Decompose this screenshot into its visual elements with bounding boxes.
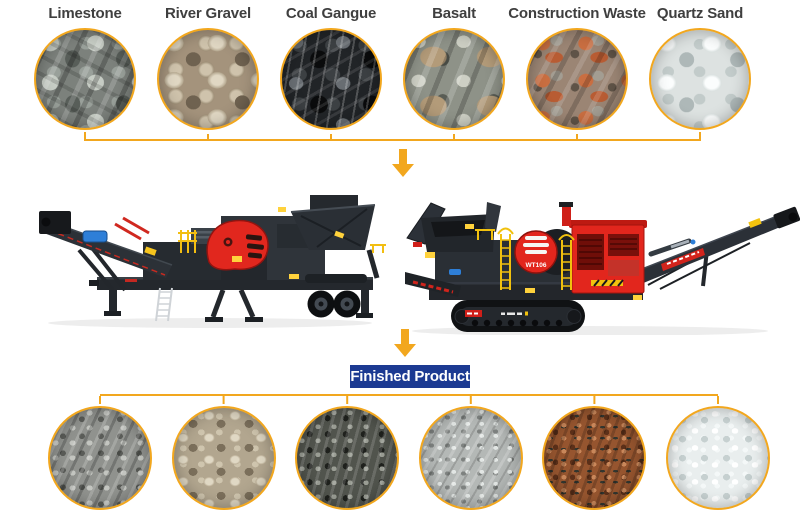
wheeled-jaw-crusher-illustration xyxy=(39,195,386,328)
warning-labels xyxy=(413,224,642,300)
material-item-quartz-sand: Quartz Sand xyxy=(639,0,761,130)
flywheel-model-label: WT106 xyxy=(526,262,547,269)
product-item xyxy=(295,406,399,510)
quartz-sand-photo xyxy=(649,28,751,130)
material-label: Coal Gangue xyxy=(285,5,377,22)
light-gray-fine-gravel-photo xyxy=(419,406,523,510)
flywheel-guard xyxy=(206,219,269,271)
material-label: Construction Waste xyxy=(508,5,646,22)
handrails xyxy=(178,230,386,253)
basalt-photo xyxy=(403,28,505,130)
gray-crushed-aggregate-photo xyxy=(48,406,152,510)
ladders-and-rails xyxy=(475,227,575,290)
bracket-top xyxy=(84,132,701,141)
white-quartz-sand-photo xyxy=(666,406,770,510)
bracket-bottom xyxy=(99,394,719,404)
material-label: Basalt xyxy=(432,5,476,22)
product-item xyxy=(419,406,523,510)
washed-river-pebbles-photo xyxy=(172,406,276,510)
access-ladder xyxy=(155,287,173,322)
side-conveyor xyxy=(39,211,173,292)
dark-crushed-stone-mix-photo xyxy=(295,406,399,510)
ground-shadow xyxy=(48,318,372,328)
support-legs xyxy=(104,288,373,322)
coal-gangue-photo xyxy=(280,28,382,130)
product-item xyxy=(542,406,646,510)
construction-waste-photo xyxy=(526,28,628,130)
material-label: Quartz Sand xyxy=(656,5,744,22)
crushed-red-brick-fines-photo xyxy=(542,406,646,510)
finished-product-badge: Finished Product xyxy=(350,365,470,388)
material-label: River Gravel xyxy=(165,5,251,22)
tracked-crusher-illustration: WT106 xyxy=(405,202,800,335)
engine-enclosure xyxy=(559,202,647,294)
material-label: Limestone xyxy=(48,5,122,22)
material-item-limestone: Limestone xyxy=(24,0,146,130)
discharge-conveyor xyxy=(628,206,800,290)
wheels xyxy=(305,274,367,318)
product-item xyxy=(666,406,770,510)
material-item-coal-gangue: Coal Gangue xyxy=(270,0,392,130)
tail-conveyor xyxy=(405,269,461,297)
material-item-river-gravel: River Gravel xyxy=(147,0,269,130)
feed-hopper xyxy=(290,195,380,279)
down-arrow-icon xyxy=(392,149,414,177)
product-item xyxy=(48,406,152,510)
river-gravel-photo xyxy=(157,28,259,130)
product-item xyxy=(172,406,276,510)
crawler-tracks xyxy=(451,300,585,332)
flywheel: WT106 xyxy=(514,230,558,274)
warning-labels xyxy=(232,207,345,279)
limestone-photo xyxy=(34,28,136,130)
material-item-basalt: Basalt xyxy=(393,0,515,130)
material-item-construction-waste: Construction Waste xyxy=(508,0,646,130)
